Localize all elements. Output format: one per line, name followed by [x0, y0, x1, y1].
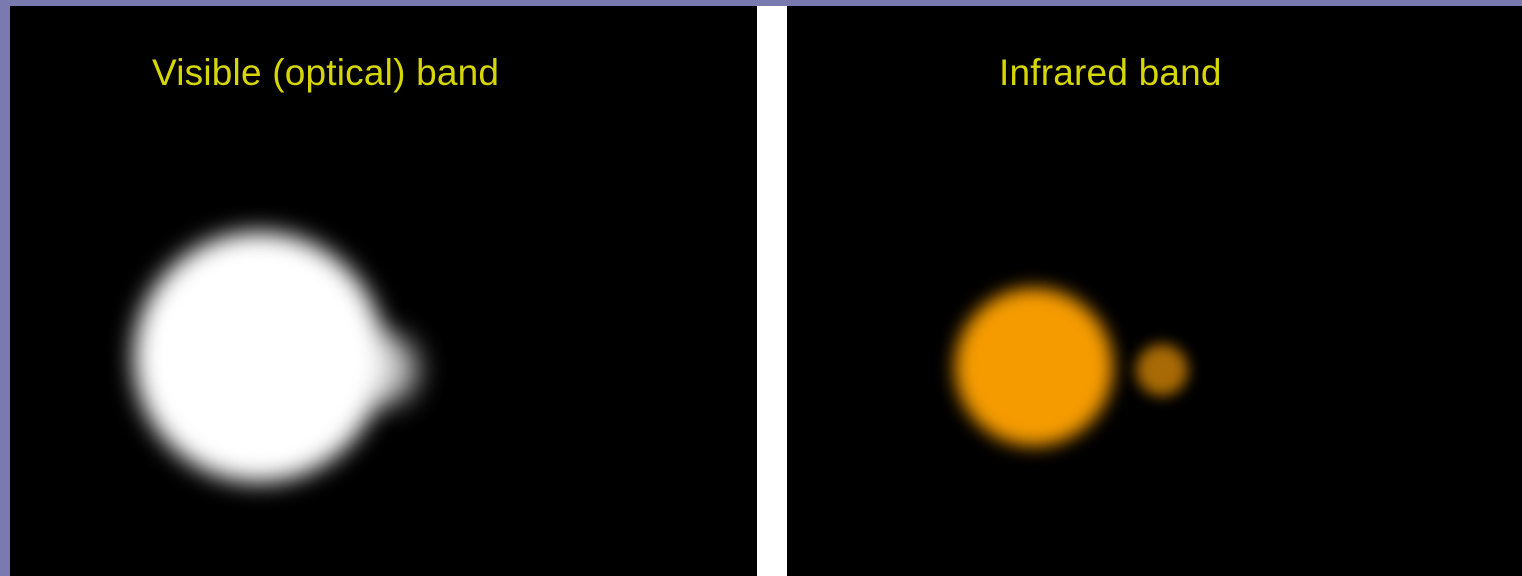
visible-band-title: Visible (optical) band — [152, 52, 500, 93]
infrared-band-panel: Infrared band — [787, 6, 1522, 576]
infrared-band-title: Infrared band — [999, 52, 1222, 93]
infrared-companion-star — [1136, 344, 1188, 396]
visible-band-panel: Visible (optical) band — [10, 6, 757, 576]
infrared-primary-star — [955, 288, 1113, 446]
visible-star — [134, 232, 384, 482]
panel-divider — [757, 6, 787, 576]
